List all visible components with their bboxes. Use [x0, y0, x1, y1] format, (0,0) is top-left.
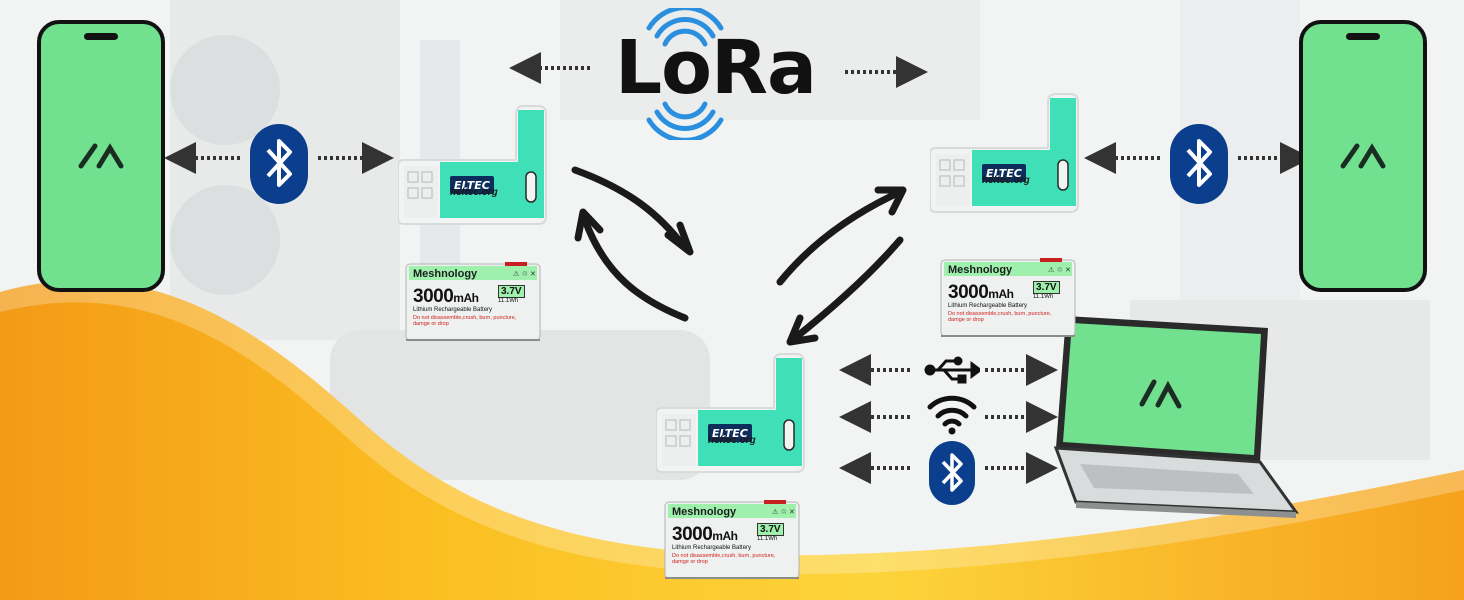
battery-brand: Meshnology	[672, 506, 737, 518]
bluetooth-icon	[1170, 124, 1228, 204]
orange-swoosh	[0, 280, 1464, 600]
battery-energy: 11.1Wh	[498, 298, 519, 304]
battery-capacity: 3000mAh	[672, 524, 738, 545]
phone-notch	[84, 33, 118, 40]
bluetooth-icon	[250, 124, 308, 204]
svg-text:⚠ ♲ ✕: ⚠ ♲ ✕	[513, 270, 536, 278]
meshtastic-logo	[1139, 379, 1182, 409]
battery-capacity: 3000mAh	[948, 282, 1014, 303]
battery-brand: Meshnology	[948, 264, 1013, 276]
heltec-node: ELTEC heltec.org	[656, 352, 822, 474]
usb-icon	[924, 356, 980, 384]
battery: ⚠ ♲ ✕ Meshnology 3000mAh 3.7V 11.1Wh Lit…	[664, 500, 800, 580]
phone-left	[37, 20, 165, 292]
heltec-node: ELTEC heltec.org	[930, 92, 1096, 214]
node-label: heltec.org	[450, 187, 498, 198]
battery-voltage: 3.7V	[1033, 281, 1060, 294]
heltec-logo	[450, 176, 494, 194]
phone-right	[1299, 20, 1427, 292]
battery-voltage: 3.7V	[498, 285, 525, 298]
wifi-icon	[927, 395, 977, 435]
laptop-screen	[1063, 323, 1261, 455]
battery-warning: Do not disassemble,crush, burn, puncture…	[948, 311, 1052, 323]
battery-type: Lithium Rechargeable Battery	[948, 303, 1028, 309]
battery-voltage: 3.7V	[757, 523, 784, 536]
battery-energy: 11.1Wh	[1033, 294, 1054, 300]
mesh-arrows	[571, 166, 907, 346]
battery-warning: Do not disassemble,crush, burn, puncture…	[413, 315, 517, 327]
svg-text:ELTEC: ELTEC	[712, 427, 748, 440]
bluetooth-icon	[929, 441, 975, 505]
battery: ⚠ ♲ ✕ Meshnology 3000mAh 3.7V 11.1Wh Lit…	[405, 262, 541, 342]
node-label: heltec.org	[982, 175, 1030, 186]
heltec-node: ELTEC heltec.org	[398, 104, 564, 226]
node-label: heltec.org	[708, 435, 756, 446]
phone-notch	[1346, 33, 1380, 40]
heltec-logo	[708, 424, 752, 442]
lora-signal-icon	[646, 8, 724, 140]
battery-capacity: 3000mAh	[413, 286, 479, 307]
battery-type: Lithium Rechargeable Battery	[413, 307, 493, 313]
lora-title: LoRa	[615, 25, 817, 111]
battery: ⚠ ♲ ✕ Meshnology 3000mAh 3.7V 11.1Wh Lit…	[940, 258, 1076, 338]
svg-text:ELTEC: ELTEC	[454, 179, 490, 192]
heltec-logo	[982, 164, 1026, 182]
battery-energy: 11.1Wh	[757, 536, 778, 542]
battery-type: Lithium Rechargeable Battery	[672, 545, 752, 551]
svg-text:⚠ ♲ ✕: ⚠ ♲ ✕	[1048, 266, 1071, 274]
battery-warning: Do not disassemble,crush, burn, puncture…	[672, 553, 776, 565]
meshtastic-logo	[1340, 143, 1386, 169]
svg-text:ELTEC: ELTEC	[986, 167, 1022, 180]
meshtastic-logo	[78, 143, 124, 169]
battery-brand: Meshnology	[413, 268, 478, 280]
svg-text:⚠ ♲ ✕: ⚠ ♲ ✕	[772, 508, 795, 516]
laptop	[1053, 316, 1300, 518]
